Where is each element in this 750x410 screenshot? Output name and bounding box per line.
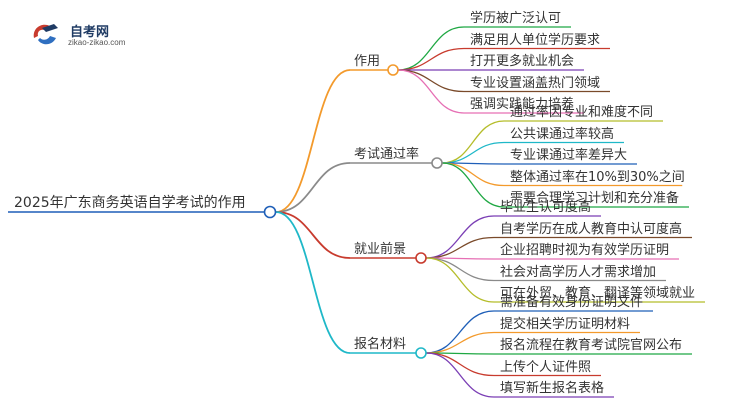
leaf-topic: 打开更多就业机会 <box>470 54 575 69</box>
connector-branch-leaf <box>397 69 465 93</box>
connector-branch-leaf <box>397 69 465 114</box>
logo-title: 自考网 <box>70 25 110 40</box>
connector-branch-leaf <box>425 352 495 377</box>
leaf-topic: 需要合理学习计划和充分准备 <box>510 191 680 206</box>
branch-node-circle <box>415 252 427 264</box>
leaf-topic: 填写新生报名表格 <box>500 381 605 396</box>
leaf-topic: 上传个人证件照 <box>500 359 592 375</box>
leaf-topic: 通过率因专业和难度不同 <box>510 105 654 120</box>
connector-branch-leaf <box>425 257 495 282</box>
leaf-topic: 公共课通过率较高 <box>510 126 615 142</box>
connector-branch-leaf <box>397 47 465 71</box>
branch-node-circle <box>415 347 427 359</box>
branch-topic: 就业前景 <box>354 242 407 257</box>
leaf-topic: 整体通过率在10%到30%之间 <box>510 169 685 185</box>
connector-branch-leaf <box>441 120 505 164</box>
graduation-cap-logo-icon <box>33 24 58 45</box>
connector-branch-leaf <box>397 26 465 71</box>
leaf-topic: 提交相关学历证明材料 <box>500 316 631 332</box>
branch-node-circle <box>387 64 399 76</box>
connector-branch-leaf <box>425 352 495 398</box>
connector-root-branch <box>275 211 351 259</box>
logo-subtitle: zikao-zikao.com <box>68 38 126 47</box>
leaf-topic: 满足用人单位学历要求 <box>470 32 601 48</box>
leaf-topic: 强调实践能力培养 <box>470 97 575 112</box>
connector-branch-leaf <box>425 331 495 354</box>
connector-branch-leaf <box>425 236 495 259</box>
leaf-topic: 可在外贸、教育、翻译等领域就业 <box>500 286 696 301</box>
root-node-circle <box>263 205 277 219</box>
connector-branch-leaf <box>425 215 495 259</box>
leaf-topic: 企业招聘时视为有效学历证明 <box>500 243 670 258</box>
connector-root-branch <box>275 211 351 354</box>
connector-branch-leaf <box>441 162 505 187</box>
leaf-topic: 学历被广泛认可 <box>470 11 562 26</box>
connector-branch-leaf <box>441 141 505 164</box>
leaf-topic: 专业课通过率差异大 <box>510 148 628 163</box>
leaf-topic: 毕业生认可度高 <box>500 200 592 215</box>
connector-branch-leaf <box>425 310 495 354</box>
root-topic: 2025年广东商务英语自学考试的作用 <box>14 195 246 211</box>
branch-node-circle <box>431 157 443 169</box>
leaf-topic: 专业设置涵盖热门领域 <box>470 75 601 91</box>
leaf-topic: 报名流程在教育考试院官网公布 <box>500 338 683 353</box>
leaf-topic: 自考学历在成人教育中认可度高 <box>500 221 683 237</box>
connector-root-branch <box>275 162 351 213</box>
connector-branch-leaf <box>425 257 495 303</box>
leaf-topic: 社会对高学历人才需求增加 <box>500 264 657 280</box>
connector-branch-leaf <box>441 162 505 208</box>
branch-topic: 报名材料 <box>354 337 407 352</box>
branch-topic: 作用 <box>354 54 381 69</box>
connector-root-branch <box>275 69 351 213</box>
site-logo[interactable]: 自考网 zikao-zikao.com <box>30 18 140 52</box>
branch-topic: 考试通过率 <box>354 147 420 162</box>
leaf-topic: 需准备有效身份证明文件 <box>500 295 644 310</box>
